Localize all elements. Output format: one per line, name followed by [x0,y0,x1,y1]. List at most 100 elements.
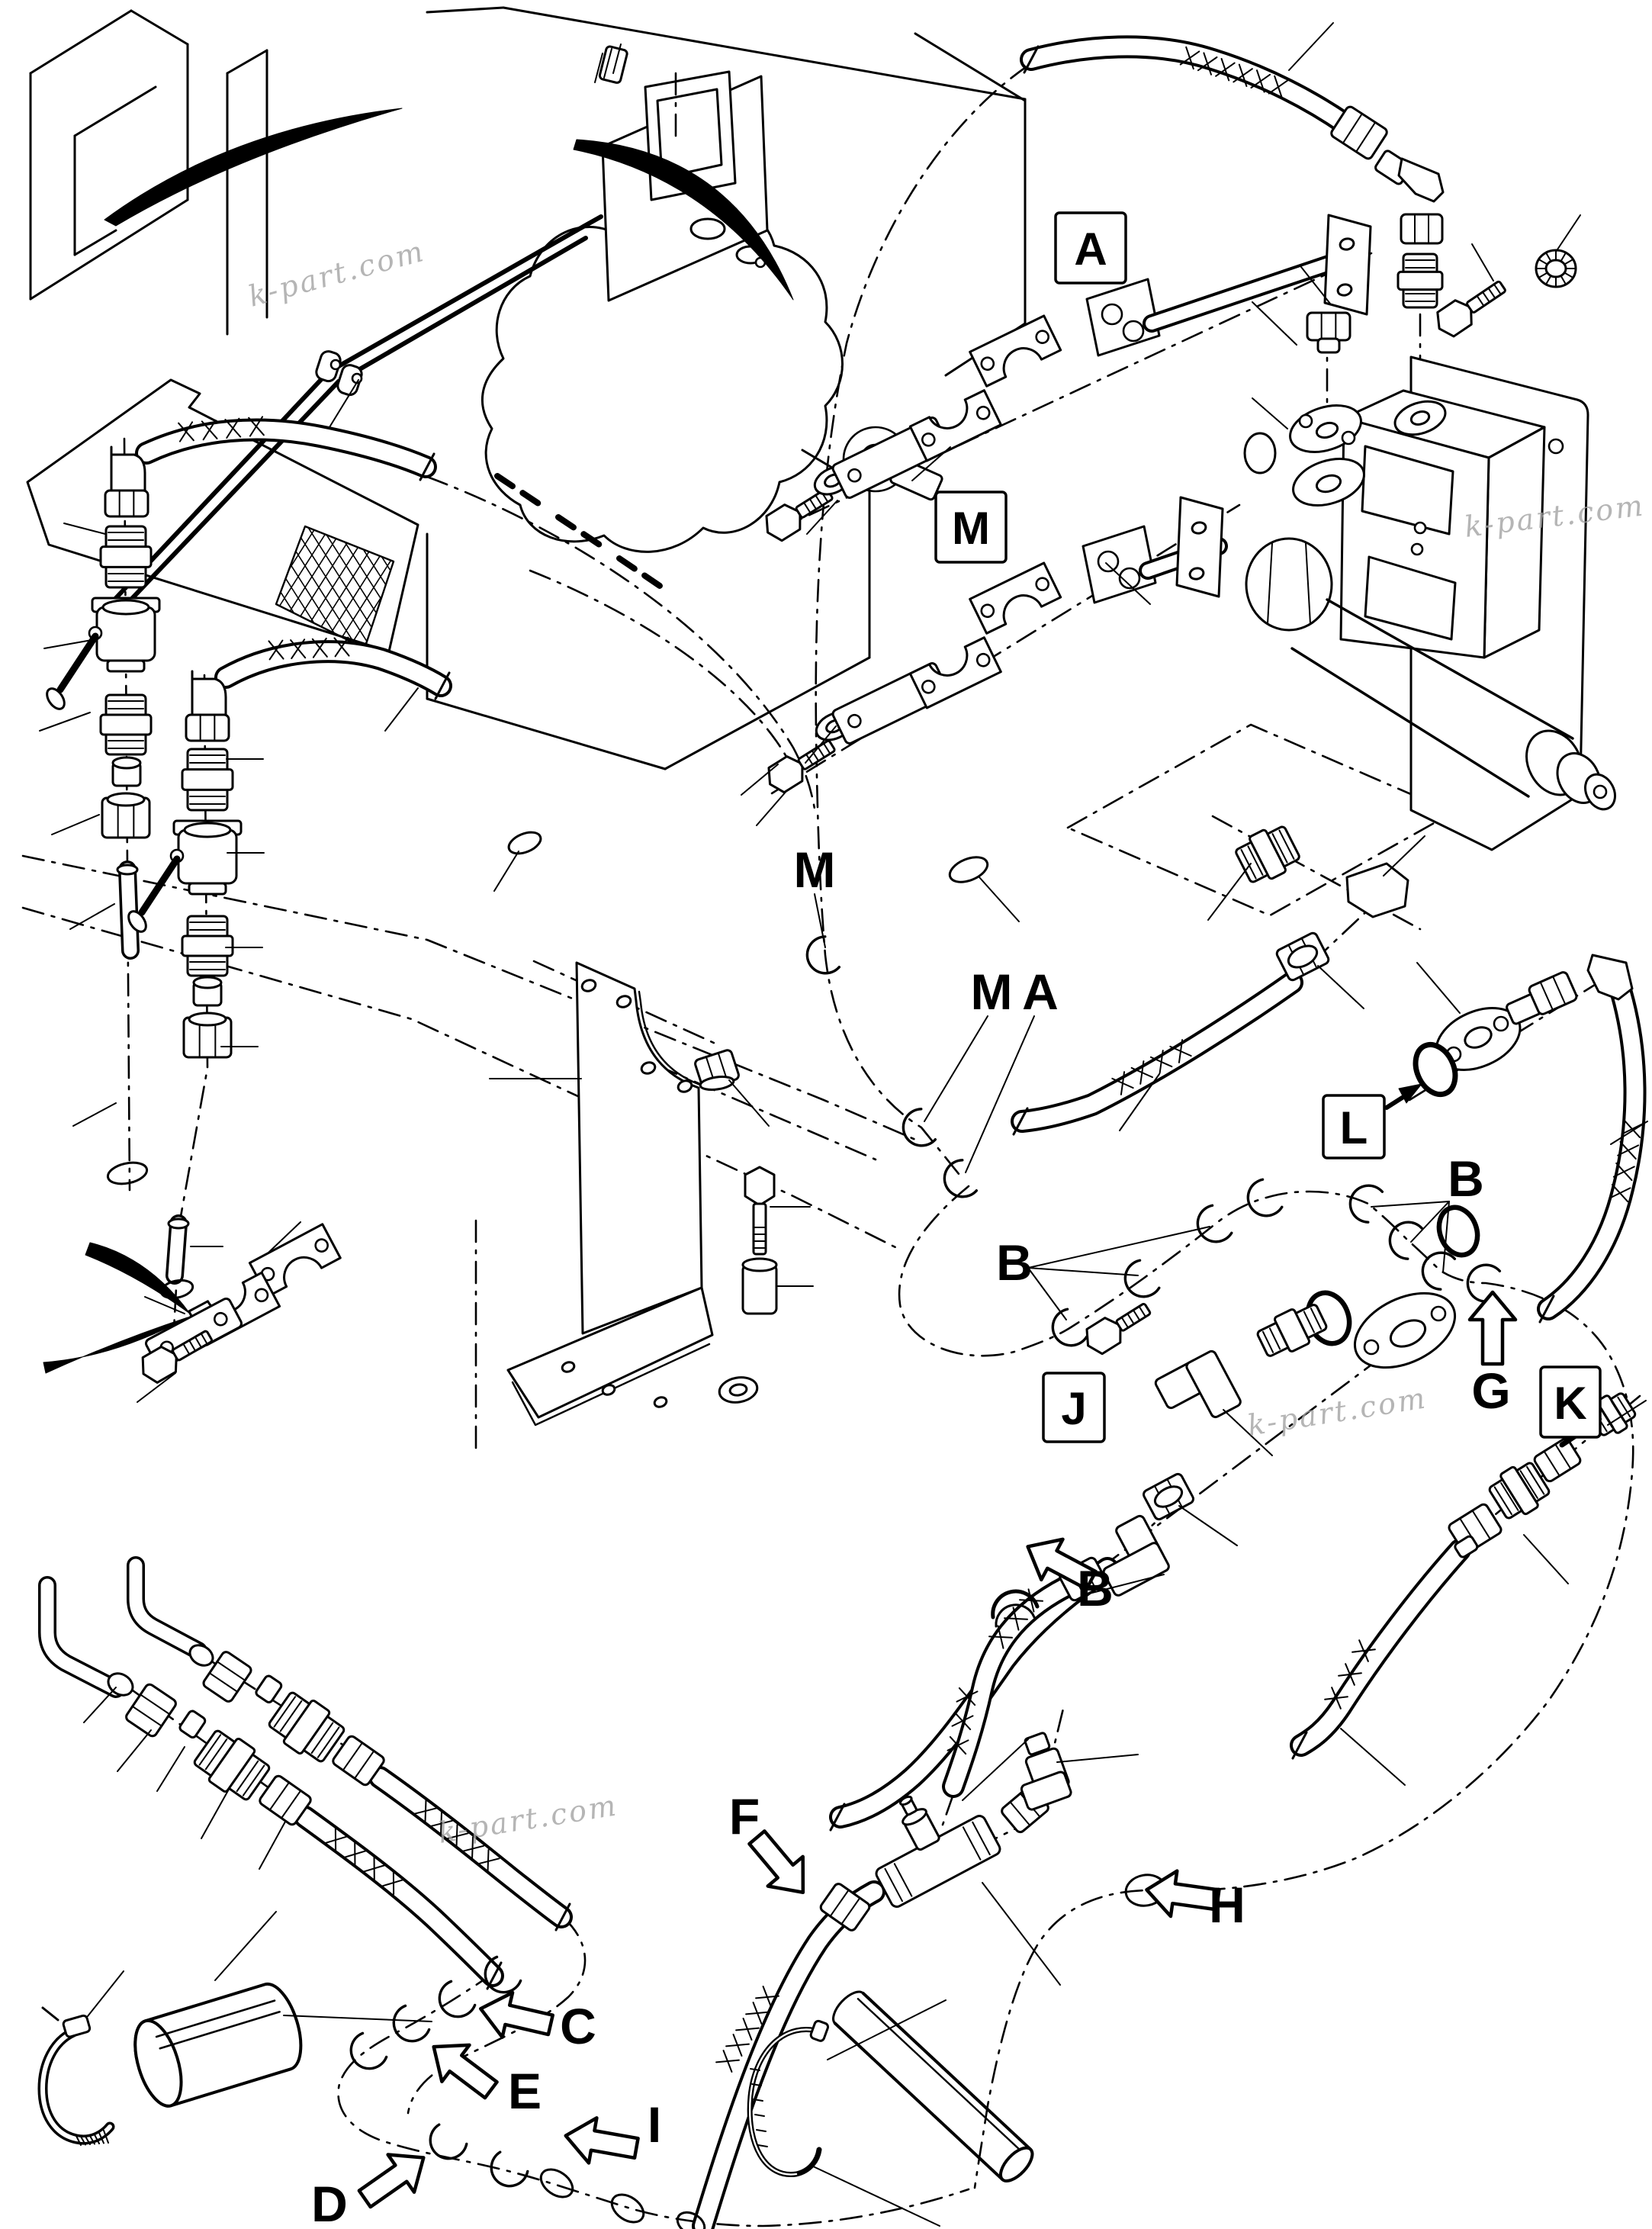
washer-tooth [1545,252,1551,262]
bolt-thread [1493,283,1502,295]
washer-bore [728,1383,748,1397]
leader-line [965,1015,1035,1173]
callout-letter-box_k: K [1554,1378,1586,1429]
cyl-bottom [1290,647,1530,798]
bolt-thread [188,1340,197,1352]
hose-grommet-arc [438,1980,477,2018]
bolt-thread [803,501,812,514]
hollow-direction-arrow-e [432,2043,499,2100]
hose-braid-hatch [362,1864,387,1873]
band-serration [80,2135,86,2146]
leader-line [214,1911,277,1981]
callout-letter-m_upper: M [794,841,836,898]
leader-line [1223,1409,1273,1456]
washer-tooth [1564,259,1574,265]
union-ridge [198,1734,222,1766]
leader-line [924,1015,988,1122]
washer [718,1376,759,1404]
union-ridge [1240,849,1257,880]
bolt-thread [194,1336,202,1349]
hose-braid-hatch [1197,56,1218,72]
washer-tooth [1545,275,1551,285]
steel-pipe-fill [168,1217,185,1282]
hose-k-fill [1293,1542,1468,1754]
nut-flat [281,1790,302,1819]
hose-braid-hatch [1027,1588,1035,1613]
hose-grommet-arc [943,1159,979,1198]
elbow-fitting [1154,1349,1242,1419]
hole [314,1238,329,1253]
leader-line [1340,1728,1406,1786]
flange-boss [1389,1319,1427,1348]
leader-line [1555,214,1581,252]
solid-arrow-tail-l [1384,1095,1406,1110]
hose-grommet-arc [1246,1178,1284,1217]
hole [329,359,342,371]
machine-frame-line [73,229,117,256]
leader-line [1523,1534,1569,1584]
routing-dashdot-line [770,252,1373,534]
nut-flat [1355,121,1377,153]
elbow-sleeve [1024,1732,1051,1756]
union-hex [181,768,234,791]
elbow-fitting [1345,862,1409,918]
hole [1593,784,1608,799]
nut-body [125,1683,177,1738]
bolt-head [1436,299,1473,338]
bolt-thread [1127,1313,1135,1325]
clamp-hook [809,2019,830,2042]
side-port [1243,432,1277,474]
nut-flat [1552,976,1567,1005]
nut-flat [140,1693,171,1716]
plug-tip [1316,337,1341,354]
union-hex [1396,270,1444,291]
nut-flat [1009,1801,1031,1826]
band-serration [85,2135,91,2145]
machine-frame-line [130,9,189,46]
hex-bolt [141,1330,214,1384]
leader-line [1371,1201,1450,1208]
leader-line [1252,397,1288,429]
swoosh-arrow-right [573,139,794,301]
callout-letter-ma_a: A [1022,963,1059,1020]
union-ridge [1278,829,1295,860]
leader-line [1207,863,1252,921]
nut-flat [829,1889,850,1918]
leader-line [283,2015,432,2022]
hose-b-main-fill [1014,974,1300,1130]
nut-body [1330,105,1388,160]
nut-body [819,1883,871,1931]
bolt-head [765,503,802,542]
routing-dashdot-line [21,854,921,1143]
union-ridge [1519,1470,1538,1499]
tee-fitting [875,1795,1001,1908]
hole [1430,1305,1447,1322]
nut-flat [216,1661,246,1681]
callout-letter-box_l: L [1340,1102,1368,1153]
grommets [106,831,1502,2229]
hose-bl-2-fill [371,1769,570,1925]
valve-connector [598,45,628,84]
bolt-head [744,1166,776,1207]
union-ridge [236,1760,259,1792]
callout-box_m-box: M [934,491,1008,564]
k-fitting-chain [1448,1392,1637,1558]
hose-braid-hatch [476,1858,500,1865]
machine-pipe-dashed [555,514,607,551]
band-buckle [62,2014,92,2038]
hose-braid-hatch [1233,68,1253,83]
washer-tooth [1538,259,1548,265]
bolt-thread [815,494,823,507]
nut-body [1533,1437,1582,1483]
hose-grommet-arc [1421,1251,1457,1291]
elbow-fitting [1102,1514,1170,1597]
machine-pipe-run [574,214,603,233]
hose-cut-mark [1023,45,1040,74]
hollow-direction-arrow-g [1467,1290,1518,1366]
nut-body [1306,311,1351,342]
nut-flat [354,1750,375,1780]
leader-line [1410,1201,1450,1243]
valve-bottom [106,659,146,673]
union-hex [181,934,234,957]
hose-grommet-arc [1051,1307,1088,1347]
